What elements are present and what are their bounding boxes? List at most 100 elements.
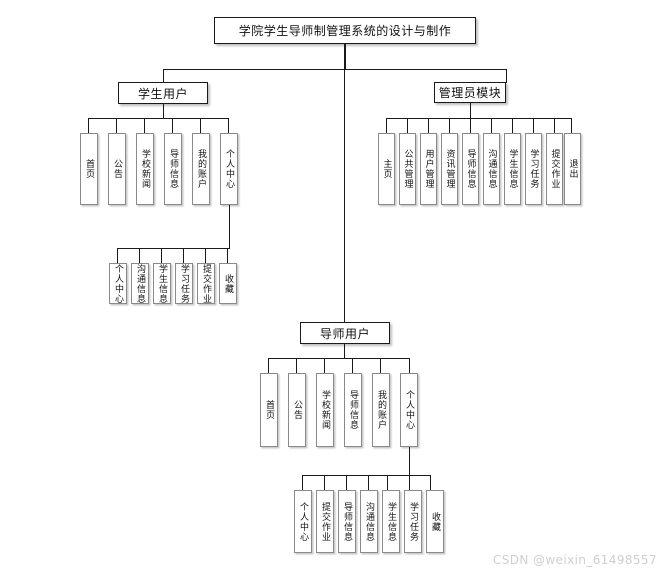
- connector-student-child-3: [172, 118, 173, 133]
- leaf-label: 个人中心: [113, 263, 123, 304]
- connector-admin-bus: [386, 118, 571, 119]
- connector-admin-child-0: [386, 118, 387, 133]
- connector-student-child-0: [88, 118, 89, 133]
- leaf-mentor-sub-submit-homework[interactable]: 提交作业: [316, 490, 334, 553]
- branch-header-mentor[interactable]: 导师用户: [300, 322, 390, 344]
- connector-admin-child-2: [428, 118, 429, 133]
- leaf-mentor-sub-study-task[interactable]: 学习任务: [404, 490, 422, 553]
- leaf-label: 个人中心: [298, 501, 308, 542]
- leaf-admin-public-management[interactable]: 公共管理: [399, 133, 416, 205]
- leaf-admin-user-management[interactable]: 用户管理: [420, 133, 437, 205]
- leaf-mentor-announcement[interactable]: 公告: [288, 373, 306, 447]
- leaf-student-sub-personal-center[interactable]: 个人中心: [109, 263, 127, 304]
- leaf-mentor-sub-mentor-info[interactable]: 导师信息: [338, 490, 356, 553]
- connector-mentor-child-5: [409, 358, 410, 373]
- leaf-student-sub-student-info[interactable]: 学生信息: [153, 263, 171, 304]
- connector-mentor-sub-stem: [409, 447, 410, 475]
- leaf-mentor-home[interactable]: 首页: [260, 373, 278, 447]
- leaf-admin-communication[interactable]: 沟通信息: [483, 133, 500, 205]
- connector-root-to-admin: [506, 69, 507, 83]
- connector-mentor-sub-4: [387, 475, 388, 490]
- leaf-student-mentor-info[interactable]: 导师信息: [164, 133, 182, 205]
- connector-admin-child-1: [407, 118, 408, 133]
- leaf-label: 公告: [112, 159, 122, 179]
- connector-student-child-1: [116, 118, 117, 133]
- connector-student-sub-4: [205, 248, 206, 263]
- leaf-label: 收藏: [430, 511, 440, 532]
- leaf-label: 公共管理: [402, 149, 413, 189]
- leaf-admin-main-page[interactable]: 主页: [378, 133, 395, 205]
- leaf-label: 学习任务: [179, 263, 189, 304]
- leaf-student-my-account[interactable]: 我的账户: [192, 133, 210, 205]
- leaf-label: 提交作业: [320, 501, 330, 542]
- connector-mentor-child-2: [324, 358, 325, 373]
- connector-student-sub-1: [139, 248, 140, 263]
- connector-admin-child-3: [449, 118, 450, 133]
- leaf-label: 首页: [264, 400, 274, 420]
- leaf-label: 沟通信息: [135, 263, 145, 304]
- leaf-label: 学校新闻: [320, 390, 330, 430]
- leaf-admin-study-task[interactable]: 学习任务: [525, 133, 542, 205]
- connector-admin-child-8: [554, 118, 555, 133]
- leaf-admin-logout[interactable]: 退出: [564, 133, 581, 205]
- leaf-student-announcement[interactable]: 公告: [108, 133, 126, 205]
- connector-student-child-2: [144, 118, 145, 133]
- leaf-student-home[interactable]: 首页: [80, 133, 98, 205]
- leaf-label: 导师信息: [342, 501, 352, 542]
- connector-student-sub-3: [183, 248, 184, 263]
- connector-mentor-stem: [344, 344, 345, 358]
- branch-header-admin[interactable]: 管理员模块: [434, 82, 506, 103]
- leaf-student-sub-submit-homework[interactable]: 提交作业: [197, 263, 215, 304]
- leaf-student-school-news[interactable]: 学校新闻: [136, 133, 154, 205]
- leaf-label: 退出: [567, 159, 578, 179]
- leaf-label: 主页: [381, 159, 392, 179]
- leaf-label: 我的账户: [376, 390, 386, 430]
- leaf-label: 沟通信息: [486, 149, 497, 189]
- root-node[interactable]: 学院学生导师制管理系统的设计与制作: [214, 17, 476, 44]
- leaf-label: 提交作业: [549, 149, 560, 189]
- connector-mentor-child-1: [296, 358, 297, 373]
- connector-mentor-sub-5: [409, 475, 410, 490]
- leaf-student-sub-favorites[interactable]: 收藏: [219, 263, 237, 304]
- leaf-mentor-school-news[interactable]: 学校新闻: [316, 373, 334, 447]
- leaf-mentor-personal-center[interactable]: 个人中心: [400, 373, 418, 447]
- leaf-mentor-sub-favorites[interactable]: 收藏: [426, 490, 444, 553]
- leaf-label: 导师信息: [465, 149, 476, 189]
- leaf-label: 个人中心: [224, 149, 234, 189]
- leaf-label: 提交作业: [201, 263, 211, 304]
- connector-student-sub-2: [161, 248, 162, 263]
- leaf-mentor-mentor-info[interactable]: 导师信息: [344, 373, 362, 447]
- leaf-label: 学习任务: [528, 149, 539, 189]
- leaf-label: 学生信息: [157, 263, 167, 304]
- branch-header-student[interactable]: 学生用户: [118, 82, 208, 104]
- leaf-label: 收藏: [223, 273, 233, 294]
- connector-mentor-child-0: [268, 358, 269, 373]
- connector-mentor-sub-3: [368, 475, 369, 490]
- connector-admin-child-5: [491, 118, 492, 133]
- leaf-admin-news-management[interactable]: 资讯管理: [441, 133, 458, 205]
- connector-admin-child-4: [470, 118, 471, 133]
- leaf-mentor-sub-communication[interactable]: 沟通信息: [360, 490, 378, 553]
- leaf-student-sub-study-task[interactable]: 学习任务: [175, 263, 193, 304]
- leaf-label: 我的账户: [196, 149, 206, 189]
- leaf-mentor-sub-student-info[interactable]: 学生信息: [382, 490, 400, 553]
- leaf-label: 沟通信息: [364, 501, 374, 542]
- connector-mentor-sub-1: [324, 475, 325, 490]
- connector-student-stem: [163, 104, 164, 118]
- leaf-student-personal-center[interactable]: 个人中心: [220, 133, 238, 205]
- leaf-label: 用户管理: [423, 149, 434, 189]
- leaf-label: 公告: [292, 400, 302, 420]
- leaf-mentor-sub-personal-center[interactable]: 个人中心: [294, 490, 312, 553]
- leaf-admin-mentor-info[interactable]: 导师信息: [462, 133, 479, 205]
- connector-mentor-bus: [268, 358, 410, 359]
- leaf-student-sub-communication[interactable]: 沟通信息: [131, 263, 149, 304]
- connector-student-sub-0: [117, 248, 118, 263]
- leaf-admin-submit-homework[interactable]: 提交作业: [546, 133, 563, 205]
- leaf-admin-student-info[interactable]: 学生信息: [504, 133, 521, 205]
- connector-admin-child-6: [512, 118, 513, 133]
- leaf-label: 个人中心: [404, 390, 414, 430]
- leaf-label: 学习任务: [408, 501, 418, 542]
- leaf-mentor-my-account[interactable]: 我的账户: [372, 373, 390, 447]
- connector-root-stem: [344, 44, 346, 69]
